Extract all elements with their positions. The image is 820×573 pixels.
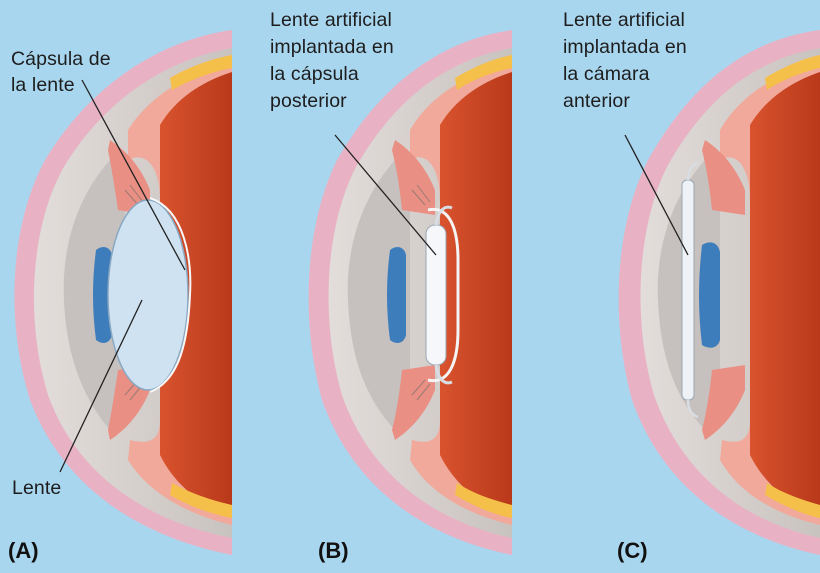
label-implant-c-line2: implantada en xyxy=(563,35,687,60)
panel-c-eye xyxy=(619,30,820,555)
label-implant-b-line2: implantada en xyxy=(270,35,394,60)
anterior-chamber-lens xyxy=(682,180,694,400)
label-implant-b-line1: Lente artificial xyxy=(270,8,392,33)
label-implant-b-line3: la cápsula xyxy=(270,62,359,87)
label-capsule-line2: la lente xyxy=(11,73,75,98)
retina xyxy=(750,72,820,515)
label-capsule-line1: Cápsula de xyxy=(11,47,111,72)
panel-letter-b: (B) xyxy=(318,538,349,564)
label-implant-b-line4: posterior xyxy=(270,89,347,114)
retina xyxy=(440,72,512,515)
label-implant-c-line4: anterior xyxy=(563,89,630,114)
natural-lens xyxy=(108,200,188,390)
panel-letter-c: (C) xyxy=(617,538,648,564)
label-lens: Lente xyxy=(12,476,61,501)
label-implant-c-line3: la cámara xyxy=(563,62,650,87)
iris xyxy=(699,242,720,347)
label-implant-c-line1: Lente artificial xyxy=(563,8,685,33)
iris xyxy=(387,247,406,343)
panel-letter-a: (A) xyxy=(8,538,39,564)
